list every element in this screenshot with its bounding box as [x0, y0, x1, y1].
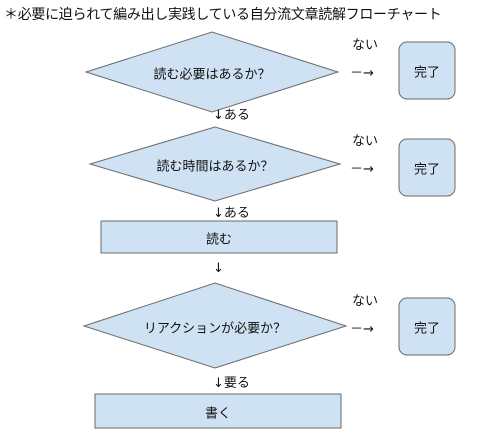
- done-box-2: [398, 138, 456, 197]
- decision-diamond-2: [88, 126, 342, 202]
- done-box-1: [398, 41, 456, 100]
- process-box-write: [94, 393, 342, 429]
- page-title: ＊必要に迫られて編み出し実践している自分流文章読解フローチャート: [4, 7, 442, 23]
- edge-label-no-3: ない: [352, 294, 379, 309]
- process-box-read: [100, 220, 338, 254]
- done-2-label: 完了: [413, 162, 441, 178]
- process-read-label: 読む: [205, 232, 233, 248]
- done-box-3: [398, 297, 456, 356]
- edge-label-no-2: ない: [352, 134, 379, 149]
- decision-2-label: 読む時間はあるか？: [156, 159, 274, 175]
- edge-arrow-right-2: －→: [350, 162, 374, 177]
- edge-arrow-right-1: －→: [350, 66, 374, 81]
- decision-1-label: 読む必要はあるか？: [153, 67, 271, 83]
- decision-3-label: リアクションが必要か？: [143, 321, 287, 337]
- edge-arrow-right-3: －→: [350, 322, 374, 337]
- decision-diamond-3: [82, 282, 348, 369]
- edge-label-yes-2: ↓ある: [213, 206, 250, 221]
- edge-label-yes-1: ↓ある: [213, 108, 250, 123]
- done-3-label: 完了: [413, 321, 441, 337]
- process-write-label: 書く: [204, 406, 232, 422]
- edge-arrow-down: ↓: [213, 261, 224, 276]
- decision-diamond-1: [84, 31, 340, 113]
- edge-label-no-1: ない: [352, 38, 379, 53]
- done-1-label: 完了: [413, 65, 441, 81]
- edge-label-need: ↓要る: [213, 376, 250, 391]
